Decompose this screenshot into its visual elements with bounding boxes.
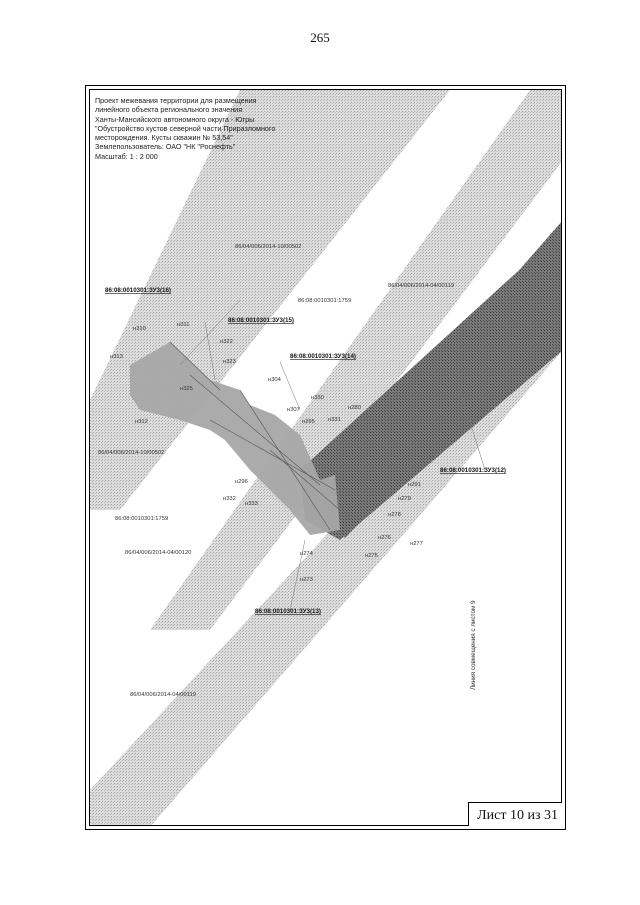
plot-label: 86:08:0010301:ЗУ3(13) <box>255 608 321 615</box>
drawing-area: 86:08:0010301:ЗУ3(16) 86:08:0010301:ЗУ3(… <box>89 89 562 826</box>
point-label: н322 <box>220 339 233 345</box>
leader-lines <box>179 299 486 611</box>
point-label: н295 <box>302 419 315 425</box>
info-line: "Обустройство кустов северной части Прир… <box>95 123 276 133</box>
point-label: н280 <box>348 405 361 411</box>
point-label: н333 <box>245 501 258 507</box>
point-label: н291 <box>408 482 421 488</box>
point-label: н275 <box>365 553 378 559</box>
info-line: линейного объекта регионального значения <box>95 105 243 115</box>
strip-label: 86/04/006/2014-10/00502 <box>235 244 301 250</box>
plot-label: 86:08:0010301:ЗУ3(12) <box>440 467 506 474</box>
strip-label: 86:08:0010301:1759 <box>115 516 168 522</box>
plot-label: 86:08:0010301:ЗУ3(16) <box>105 287 171 294</box>
plot-label: 86:08:0010301:ЗУ3(15) <box>228 317 294 324</box>
strip-label: 86/04/006/2014-04/00119 <box>388 283 454 289</box>
point-label: н311 <box>177 322 189 328</box>
info-line: Масштаб: 1 : 2 000 <box>95 151 158 161</box>
parcel-lines <box>169 341 341 531</box>
point-label: н278 <box>388 512 401 518</box>
strip-dark-main <box>300 231 561 540</box>
info-line: Проект межевания территории для размещен… <box>95 96 257 105</box>
plot-area <box>130 342 340 535</box>
point-label: н274 <box>300 551 314 557</box>
point-label: н332 <box>223 496 236 502</box>
point-label: н273 <box>300 577 313 583</box>
point-label: н330 <box>311 395 324 401</box>
strip-label: 86/04/006/2014-04/00120 <box>125 550 191 556</box>
info-line: Ханты-Мансийского автономного округа - Ю… <box>95 114 255 124</box>
info-line: месторождения. Кусты скважин № 53,54" <box>95 133 233 143</box>
cadastral-map: 86:08:0010301:ЗУ3(16) 86:08:0010301:ЗУ3(… <box>90 90 561 825</box>
plot-label: 86:08:0010301:ЗУ3(14) <box>290 353 356 360</box>
point-label: н323 <box>223 359 236 365</box>
point-label: н296 <box>235 479 248 485</box>
strip-right <box>150 90 561 630</box>
info-line: Землепользователь: ОАО "НК "Роснефть" <box>95 142 236 152</box>
outer-frame <box>85 85 566 830</box>
point-label: н276 <box>378 535 391 541</box>
match-line-note: Линия совмещения с листом 9 <box>470 600 477 690</box>
strip-label: 86/04/006/2014-10/00502 <box>98 450 164 456</box>
point-label: н307 <box>287 407 300 413</box>
page-number: 265 <box>310 30 330 45</box>
point-label: н277 <box>410 541 423 547</box>
point-label: н325 <box>180 386 193 392</box>
point-label: н279 <box>398 496 411 502</box>
point-label: н304 <box>268 377 282 383</box>
point-label: н313 <box>110 354 123 360</box>
point-label: н312 <box>135 419 148 425</box>
strip-label: 86/04/006/2014-04/00119 <box>130 692 196 698</box>
strip-label: 86:08:0010301:1759 <box>298 298 351 304</box>
sheet-label: Лист 10 из 31 <box>477 808 558 823</box>
point-label: н310 <box>133 326 146 332</box>
sheet-box: Лист 10 из 31 <box>468 802 562 826</box>
title-block: Проект межевания территории для размещен… <box>95 96 275 161</box>
point-label: н331 <box>328 417 341 423</box>
